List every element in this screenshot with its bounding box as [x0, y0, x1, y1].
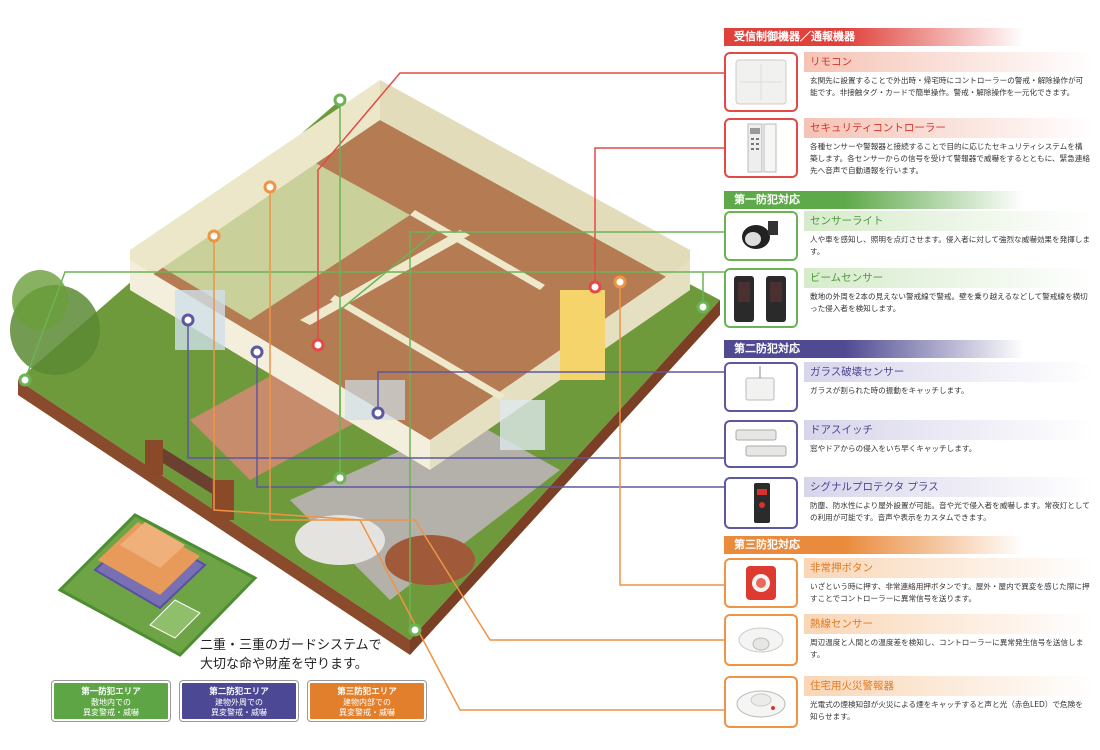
item-title: 熱線センサー — [804, 614, 1094, 634]
item-description: ガラスが割られた時の振動をキャッチします。 — [810, 386, 969, 395]
section-header-control: 受信制御機器／通報機器 — [724, 28, 1024, 46]
item-title: ガラス破壊センサー — [804, 362, 1094, 382]
fire-alarm-icon — [724, 676, 798, 728]
glass-break-sensor-icon — [724, 362, 798, 412]
area-title: 第二防犯エリア — [209, 687, 269, 697]
area-line2: 異変警戒・威嚇 — [83, 708, 139, 717]
item-title: セキュリティコントローラー — [804, 118, 1094, 138]
item-title: シグナルプロテクタ プラス — [804, 477, 1094, 497]
area-line2: 異変警戒・威嚇 — [339, 708, 395, 717]
tagline: 二重・三重のガードシステムで 大切な命や財産を守ります。 — [200, 636, 382, 674]
item-description: いざという時に押す、非常連絡用押ボタンです。屋外・屋内で異変を感じた際に押すこと… — [810, 582, 1090, 603]
item-description: 敷地の外周を2本の見えない警戒線で警戒。壁を乗り越えるなどして警戒線を横切った侵… — [810, 292, 1088, 313]
item-title: リモコン — [804, 52, 1094, 72]
area-map-diagram — [57, 513, 258, 657]
item-description: 周辺温度と人間との温度差を検知し、コントローラーに異常発生信号を送信します。 — [810, 638, 1084, 659]
door-switch-icon — [724, 420, 798, 468]
marker-green — [408, 623, 422, 637]
security-controller-icon — [724, 118, 798, 178]
tagline-line2: 大切な命や財産を守ります。 — [200, 657, 368, 672]
marker-blue — [181, 313, 195, 327]
marker-orange — [263, 180, 277, 194]
area-line1: 建物内部での — [343, 698, 391, 707]
marker-red — [588, 280, 602, 294]
marker-green — [18, 373, 32, 387]
item-title: 非常押ボタン — [804, 558, 1094, 578]
area-line1: 敷地内での — [91, 698, 131, 707]
marker-orange — [207, 229, 221, 243]
section-header-third: 第三防犯対応 — [724, 536, 1024, 554]
remote-panel-icon — [724, 52, 798, 112]
sensor-light-icon — [724, 211, 798, 261]
area-line1: 建物外周での — [215, 698, 263, 707]
marker-green — [333, 471, 347, 485]
item-title: 住宅用火災警報器 — [804, 676, 1094, 696]
item-description: 光電式の煙検知部が火災による煙をキャッチすると声と光（赤色LED）で危険を知らせ… — [810, 700, 1083, 721]
heat-sensor-icon — [724, 614, 798, 666]
emergency-button-icon — [724, 558, 798, 608]
item-description: 窓やドアからの侵入をいち早くキャッチします。 — [810, 444, 977, 453]
item-description: 玄関先に設置することで外出時・帰宅時にコントローラーの警戒・解除操作が可能です。… — [810, 76, 1084, 97]
marker-blue — [371, 406, 385, 420]
item-title: ドアスイッチ — [804, 420, 1094, 440]
area-title: 第一防犯エリア — [81, 687, 141, 697]
connector-lines — [24, 72, 728, 711]
area-line2: 異変警戒・威嚇 — [211, 708, 267, 717]
item-title: センサーライト — [804, 211, 1094, 231]
item-description: 各種センサーや警報器と接続することで目的に応じたセキュリティシステムを構築します… — [810, 142, 1090, 175]
area-legend-third: 第三防犯エリア 建物内部での 異変警戒・威嚇 — [308, 681, 426, 721]
item-description: 人や車を感知し、照明を点灯させます。侵入者に対して強烈な威嚇効果を発揮します。 — [810, 235, 1090, 256]
area-legend-first: 第一防犯エリア 敷地内での 異変警戒・威嚇 — [52, 681, 170, 721]
marker-green — [696, 300, 710, 314]
area-title: 第三防犯エリア — [337, 687, 397, 697]
area-legend-second: 第二防犯エリア 建物外周での 異変警戒・威嚇 — [180, 681, 298, 721]
tagline-line1: 二重・三重のガードシステムで — [200, 638, 382, 653]
section-header-first: 第一防犯対応 — [724, 191, 1024, 209]
sensor-markers — [18, 93, 710, 637]
marker-green — [333, 93, 347, 107]
signal-protector-icon — [724, 477, 798, 529]
item-description: 防塵、防水性により屋外設置が可能。音や光で侵入者を威嚇します。常夜灯としての利用… — [810, 501, 1090, 522]
beam-sensor-icon — [724, 268, 798, 328]
item-title: ビームセンサー — [804, 268, 1094, 288]
marker-blue — [250, 345, 264, 359]
marker-orange — [613, 275, 627, 289]
section-header-second: 第二防犯対応 — [724, 340, 1024, 358]
marker-red — [311, 338, 325, 352]
